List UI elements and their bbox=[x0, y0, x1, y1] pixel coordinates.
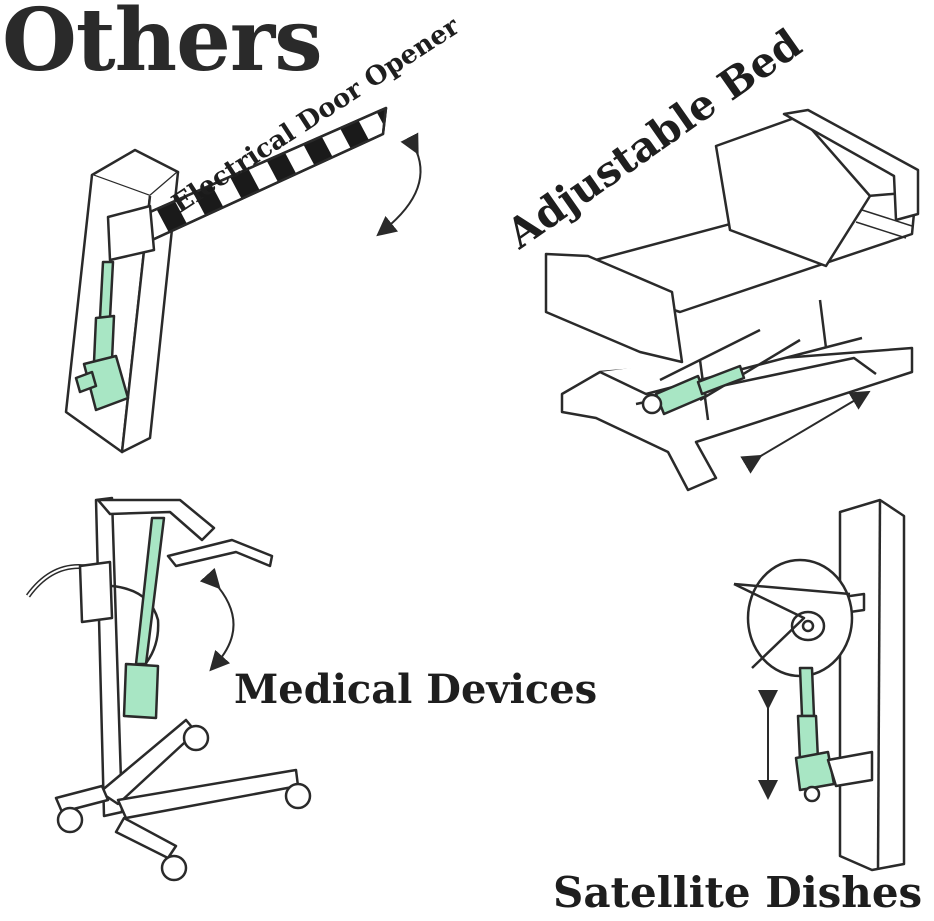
door-actuator bbox=[74, 260, 130, 412]
page-title: Others bbox=[2, 0, 323, 91]
satellite-dishes-label: Satellite Dishes bbox=[553, 868, 923, 917]
satellite-dish-drawing bbox=[733, 498, 906, 872]
bed-actuator bbox=[641, 364, 746, 416]
adjustable-bed-drawing bbox=[544, 108, 920, 492]
lift-actuator bbox=[122, 516, 166, 720]
dish-actuator bbox=[794, 666, 836, 792]
medical-devices-label: Medical Devices bbox=[234, 666, 598, 713]
patient-lift-drawing bbox=[25, 496, 312, 882]
barrier-gate-drawing bbox=[64, 106, 422, 454]
